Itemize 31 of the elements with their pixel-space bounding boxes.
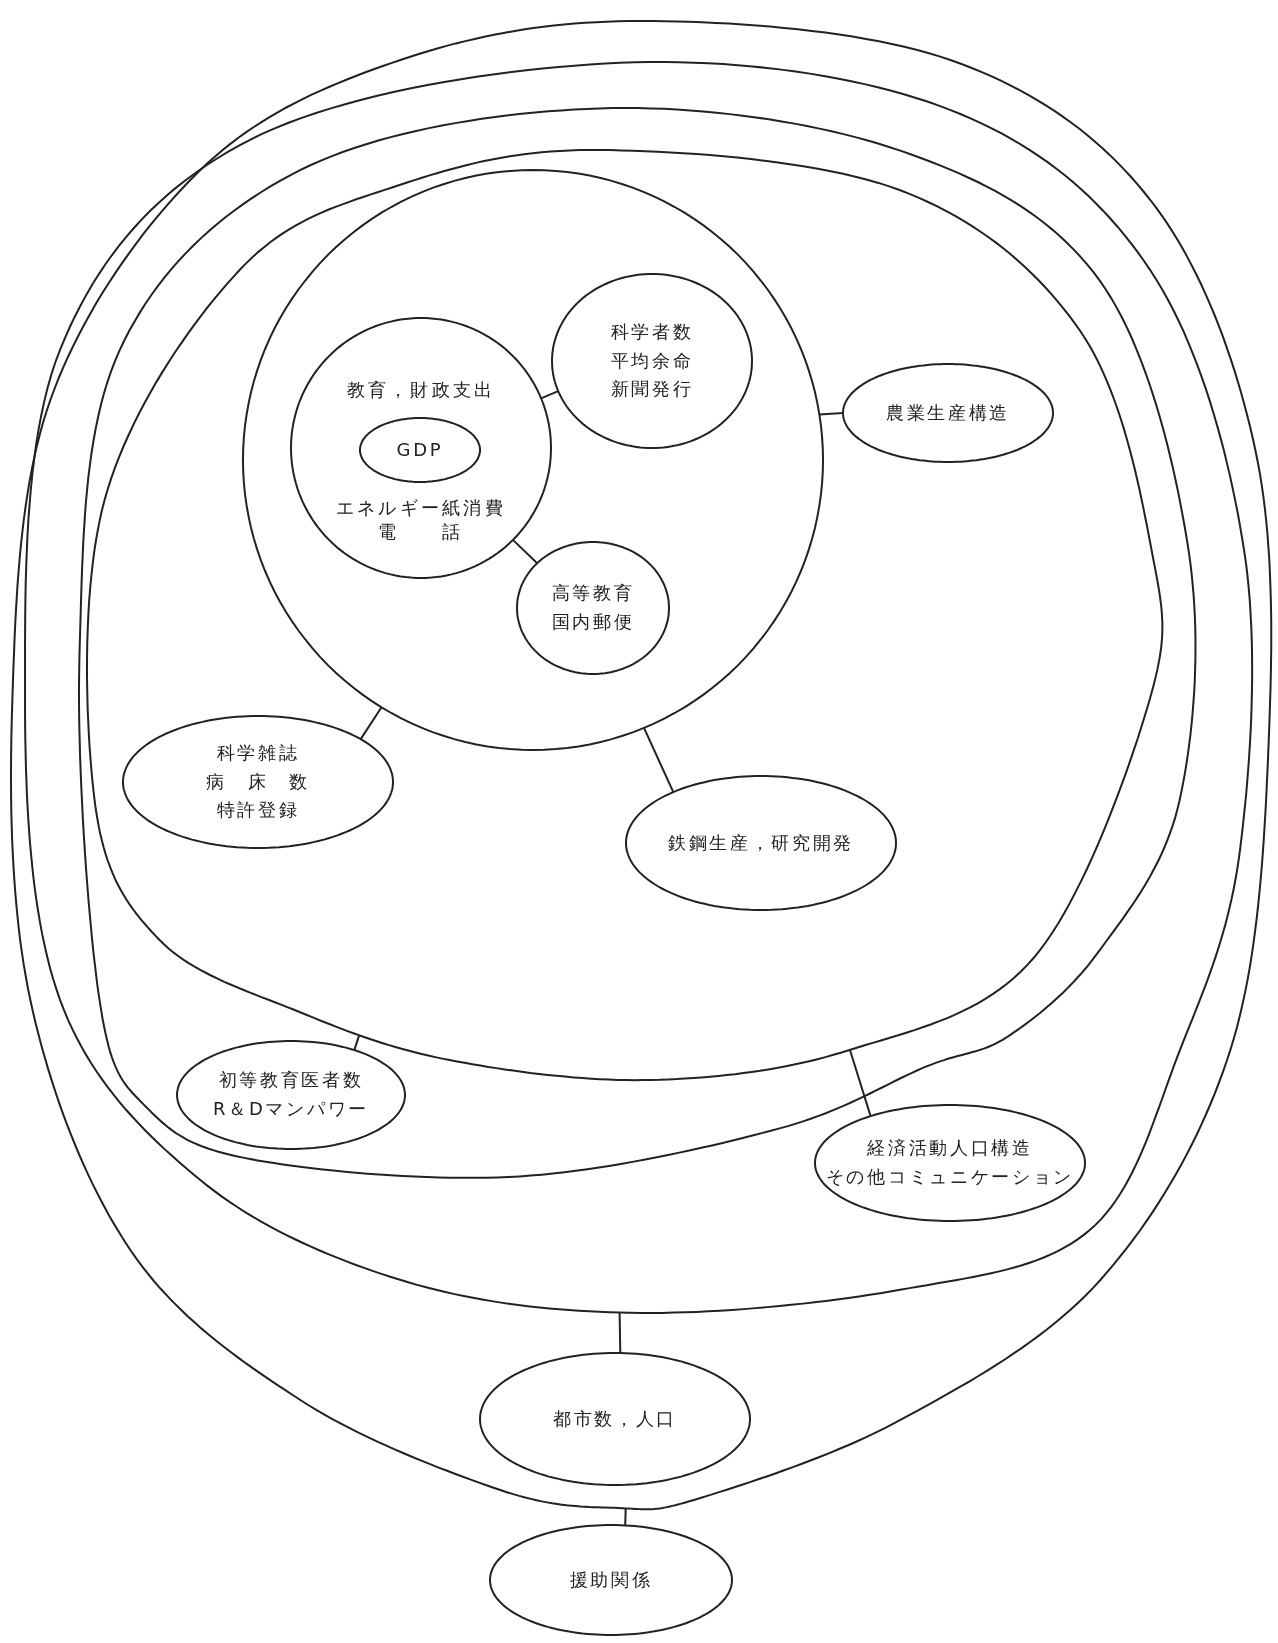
node-label: 科学雑誌 xyxy=(216,740,300,765)
node-label: 教育，財政支出 xyxy=(346,377,496,402)
node-label: 高等教育 xyxy=(551,581,635,606)
node-label: 科学者数 xyxy=(610,319,694,344)
node-label: 都市数，人口 xyxy=(552,1406,678,1431)
node-label: 初等教育医者数 xyxy=(218,1068,364,1093)
connector-line xyxy=(511,538,539,565)
node-label: 経済活動人口構造 xyxy=(867,1136,1033,1161)
node-label: 鉄鋼生産，研究開発 xyxy=(667,830,855,855)
connector-line xyxy=(643,726,675,794)
node-label: エネルギー紙消費 xyxy=(336,495,506,520)
node-label: 援助関係 xyxy=(569,1567,653,1592)
node-label: 新聞発行 xyxy=(610,377,694,402)
connector-line xyxy=(359,706,383,741)
connector-line xyxy=(540,390,560,400)
connector-line xyxy=(849,1049,872,1118)
node-label: 農業生産構造 xyxy=(885,400,1011,425)
node-label: 電 話 xyxy=(378,519,464,544)
boundary-curve xyxy=(10,21,1271,1510)
connector-line xyxy=(353,1034,361,1052)
connector-line xyxy=(624,1507,627,1527)
connector-line xyxy=(618,1311,622,1355)
node-label: 特許登録 xyxy=(216,798,300,823)
boundary-curve xyxy=(24,62,1253,1314)
node-label: 平均余命 xyxy=(610,348,694,373)
node-label: GDP xyxy=(396,437,444,462)
node-label: 病 床 数 xyxy=(206,769,310,794)
node-label: 国内郵便 xyxy=(551,609,635,634)
node-label: R＆Dマンパワー xyxy=(213,1096,369,1121)
node-label: その他コミュニケーション xyxy=(825,1165,1075,1189)
connector-line xyxy=(818,412,844,416)
